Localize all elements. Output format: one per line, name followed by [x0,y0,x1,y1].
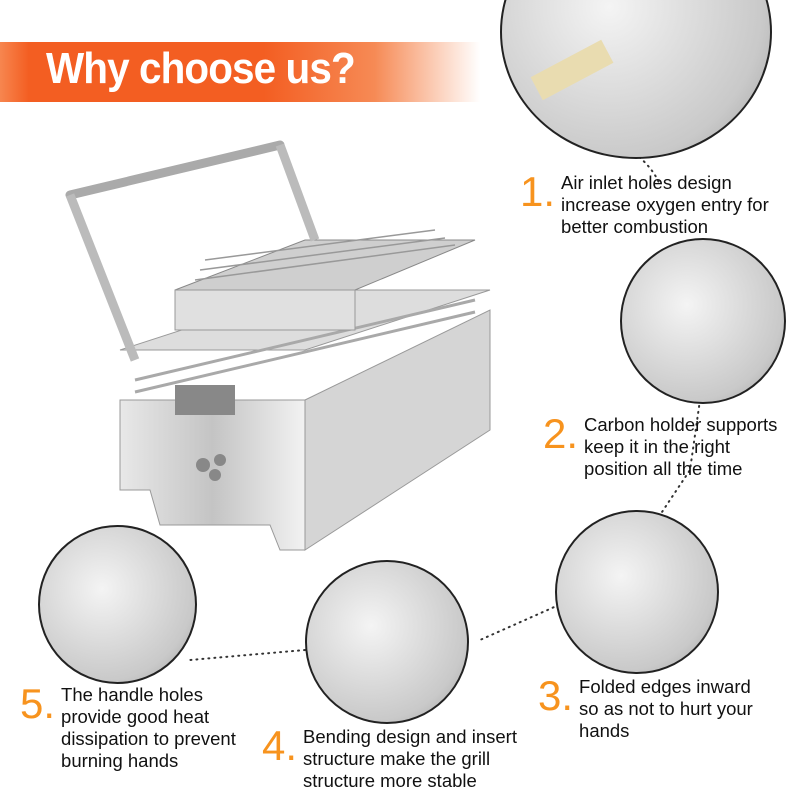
feature-text: increase oxygen entry for [561,194,769,215]
feature-text: structure more stable [303,770,477,791]
feature-number: 4. [262,722,298,769]
feature-text: structure make the grill [303,748,491,769]
feature-text: position all the time [584,458,743,479]
feature-text: hands [579,720,630,741]
feature-text: The handle holes [61,684,203,705]
feature-number: 3. [538,672,574,719]
grill-product-image [65,140,491,551]
detail-bending-design-image [305,560,469,724]
feature-text: Air inlet holes design [561,172,732,193]
feature-text: so as not to hurt your [579,698,753,719]
feature-number: 2. [543,410,579,457]
feature-text: provide good heat [61,706,210,727]
detail-folded-edges-image [555,510,719,674]
brand-logo [530,39,614,101]
feature-text: Carbon holder supports [584,414,778,435]
feature-number: 1. [520,168,556,215]
feature-text: keep it in the right [584,436,731,457]
header-banner [0,42,480,102]
detail-carbon-holder-image [620,238,786,404]
page-title: Why choose us? [46,44,356,93]
feature-text: burning hands [61,750,179,771]
feature-text: Bending design and insert [303,726,517,747]
feature-number: 5. [20,680,56,727]
feature-text: dissipation to prevent [61,728,236,749]
feature-text: better combustion [561,216,709,237]
detail-handle-holes-image [38,525,197,684]
feature-text: Folded edges inward [579,676,751,697]
